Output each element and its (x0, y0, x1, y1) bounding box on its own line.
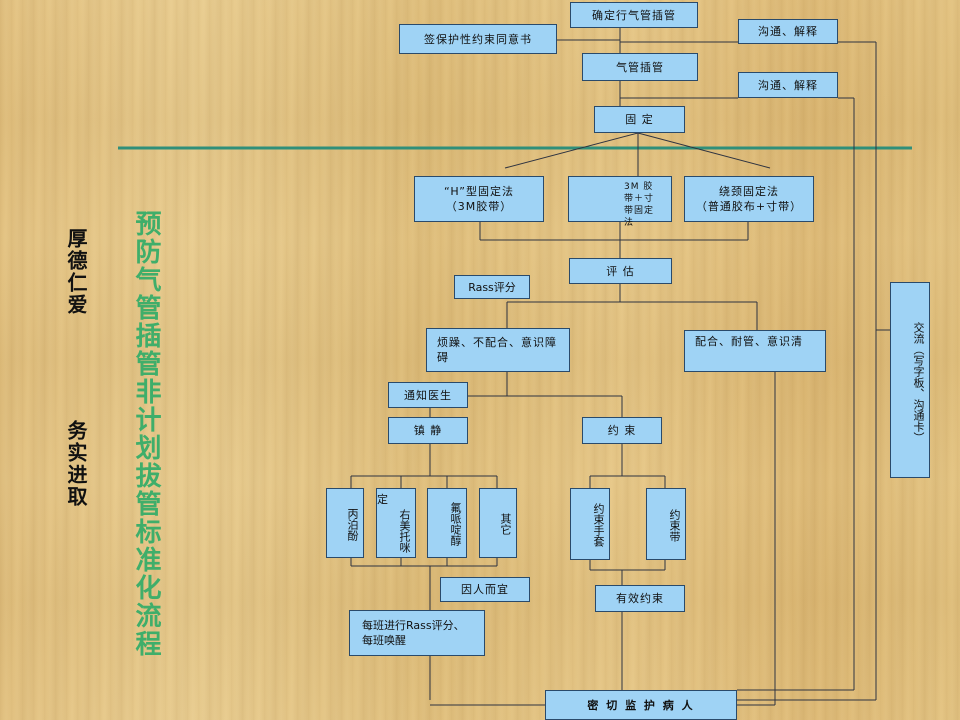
box-drug-other: 其它 (479, 488, 517, 558)
box-cooperative: 配合、耐管、意识清 (684, 330, 826, 372)
box-restraint-belt: 约束带 (646, 488, 686, 560)
motto-virtue: 厚德仁爱 (64, 228, 88, 316)
box-restraint: 约 束 (582, 417, 662, 444)
box-individualized: 因人而宜 (440, 577, 530, 602)
box-agitated: 烦躁、不配合、意识障碍 (426, 328, 570, 372)
drug-dex-label: 右美托咪 (398, 508, 411, 553)
motto-pragmatic: 务实进取 (64, 420, 88, 508)
box-sign-consent: 签保护性约束同意书 (399, 24, 557, 54)
box-confirm-intubation: 确定行气管插管 (570, 2, 698, 28)
box-fix-3m-tape: 3M 胶带＋寸带固定法 (568, 176, 672, 228)
box-assessment: 评 估 (569, 258, 672, 284)
box-fix-h-type: “H”型固定法 （3M胶带） (414, 176, 544, 222)
box-drug-propofol: 丙泊酚 (326, 488, 364, 558)
box-drug-dexmedetomidine: 定 右美托咪 (376, 488, 416, 558)
box-notify-doctor: 通知医生 (388, 382, 468, 408)
drug-dex-suffix: 定 (377, 493, 388, 506)
box-communication-board: 交流（写字板、沟通卡） (890, 282, 930, 478)
box-close-monitoring: 密 切 监 护 病 人 (545, 690, 737, 720)
box-fixation: 固 定 (594, 106, 685, 133)
box-drug-haloperidol: 氟哌啶醇 (427, 488, 467, 558)
box-sedation: 镇 静 (388, 417, 468, 444)
box-intubation: 气管插管 (582, 53, 698, 81)
box-communicate-2: 沟通、解释 (738, 72, 838, 98)
box-fix-around-neck: 绕颈固定法 （普通胶布+寸带） (684, 176, 814, 222)
page-title: 预防气管插管非计划拔管标准化流程 (131, 210, 161, 658)
box-shift-rass: 每班进行Rass评分、 每班唤醒 (349, 610, 485, 656)
box-rass-score: Rass评分 (454, 275, 530, 299)
box-restraint-gloves: 约束手套 (570, 488, 610, 560)
box-communicate-1: 沟通、解释 (738, 19, 838, 44)
box-effective-restraint: 有效约束 (595, 585, 685, 612)
